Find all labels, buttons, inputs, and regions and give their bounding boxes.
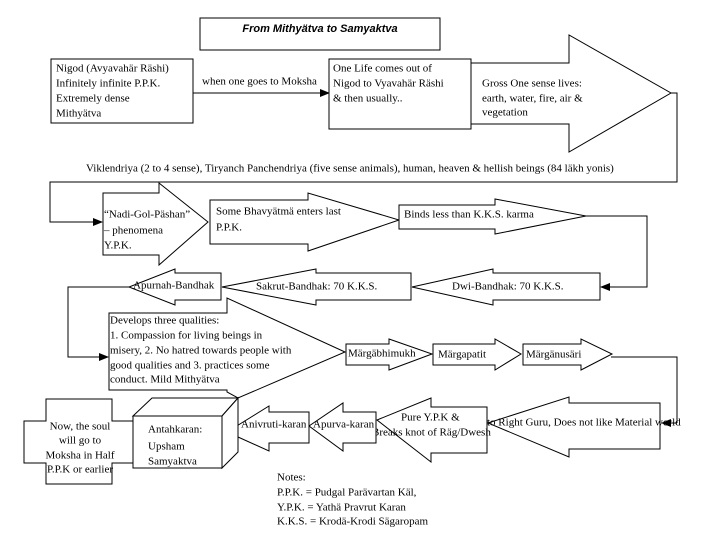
viklendriya-text: Viklendriya (2 to 4 sense), Tiryanch Pan… xyxy=(86,163,614,175)
develops-text: Develops three qualities: 1. Compassion … xyxy=(110,315,292,386)
right-guru-text: to Right Guru, Does not like Material wo… xyxy=(487,417,681,429)
svg-text:Breaks knot of Räg/Dwesh: Breaks knot of Räg/Dwesh xyxy=(372,427,491,439)
one-life-box xyxy=(328,58,472,130)
margabhimukh-arrow xyxy=(345,338,434,371)
svg-text:Pure Y.P.K &: Pure Y.P.K & xyxy=(401,412,460,424)
svg-text:Develops three qualities:: Develops three qualities: xyxy=(110,315,219,327)
pure-ypk-arrow xyxy=(376,397,488,464)
right-guru-arrow xyxy=(486,396,661,458)
marganusari-arrow xyxy=(522,338,614,371)
svg-text:K.K.S. = Krodä-Krodi Sägaropam: K.K.S. = Krodä-Krodi Sägaropam xyxy=(277,516,428,528)
svg-text:Samyaktva: Samyaktva xyxy=(148,456,197,468)
svg-text:vegetation: vegetation xyxy=(482,107,528,119)
svg-text:misery, 2. No hatred towards p: misery, 2. No hatred towards people with xyxy=(110,345,292,357)
one-life-text: One Life comes out of Nigod to Vyavahär … xyxy=(333,63,444,105)
title-box xyxy=(199,17,441,51)
anivruti-karan-arrow xyxy=(225,405,310,452)
svg-text:& then usually..: & then usually.. xyxy=(333,93,403,105)
binds-text: Binds less than K.K.S. karma xyxy=(404,209,534,221)
svg-text:P.P.K. = Pudgal Parävartan Käl: P.P.K. = Pudgal Parävartan Käl, xyxy=(277,487,417,499)
margabhimukh-text: Märgäbhimukh xyxy=(348,348,416,360)
svg-text:Y.P.K.: Y.P.K. xyxy=(104,240,132,252)
antahkaran-cube xyxy=(131,396,240,470)
svg-text:Some Bhavyätmä enters last: Some Bhavyätmä enters last xyxy=(216,206,341,218)
nadi-arrow xyxy=(102,181,209,267)
pure-ypk-text: Pure Y.P.K & Breaks knot of Räg/Dwesh xyxy=(372,412,491,439)
svg-text:One Life comes out of: One Life comes out of xyxy=(333,63,432,75)
marganusari-text: Märgänusäri xyxy=(526,349,581,361)
sakrut-bandhak-arrow xyxy=(221,268,412,306)
svg-text:earth, water, fire, air &: earth, water, fire, air & xyxy=(482,93,583,105)
dwi-bandhak-arrow xyxy=(411,268,601,306)
gross-text: Gross One sense lives: earth, water, fir… xyxy=(482,78,583,119)
svg-text:Y.P.K. = Yathä Pravrut Karan: Y.P.K. = Yathä Pravrut Karan xyxy=(277,502,406,514)
svg-text:Now, the soul: Now, the soul xyxy=(50,421,111,433)
connector-line xyxy=(67,286,129,361)
diagram-title: From Mithyätva to Samyaktva xyxy=(242,23,397,35)
svg-text:Upsham: Upsham xyxy=(148,441,185,453)
bhavyatma-text: Some Bhavyätmä enters last P.P.K. xyxy=(216,206,341,234)
svg-text:1. Compassion for living being: 1. Compassion for living beings in xyxy=(110,330,263,342)
apurnah-bandhak-text: Apurnah-Bandhak xyxy=(133,280,215,292)
anivruti-karan-text: Anivruti-karan xyxy=(241,419,307,431)
connector-line xyxy=(586,215,648,291)
svg-text:Extremely dense: Extremely dense xyxy=(56,93,130,105)
margapatit-text: Märgapatit xyxy=(438,349,486,361)
connector-line xyxy=(49,92,678,226)
apurva-karan-arrow xyxy=(308,402,377,452)
antahkaran-text: Antahkaran: Upsham Samyaktva xyxy=(148,424,202,468)
bhavyatma-arrow xyxy=(209,192,401,252)
svg-text:P.P.K.: P.P.K. xyxy=(216,222,242,234)
svg-text:Mithyätva: Mithyätva xyxy=(56,108,101,120)
moksha-cross xyxy=(23,398,134,485)
apurnah-bandhak-arrow xyxy=(127,268,222,306)
apurva-karan-text: Apurva-karan xyxy=(313,419,375,431)
sakrut-bandhak-text: Sakrut-Bandhak: 70 K.K.S. xyxy=(256,281,378,293)
binds-arrow xyxy=(398,198,587,235)
svg-text:Moksha in Half: Moksha in Half xyxy=(45,450,114,462)
svg-text:P.P.K or earlier: P.P.K or earlier xyxy=(47,464,113,476)
svg-text:– phenomena: – phenomena xyxy=(103,225,163,237)
notes: Notes: P.P.K. = Pudgal Parävartan Käl, Y… xyxy=(277,472,428,528)
dwi-bandhak-text: Dwi-Bandhak: 70 K.K.S. xyxy=(452,281,564,293)
svg-text:Antahkaran:: Antahkaran: xyxy=(148,424,202,436)
svg-text:will go to: will go to xyxy=(59,435,102,447)
svg-text:Infinitely infinite P.P.K.: Infinitely infinite P.P.K. xyxy=(56,78,160,90)
nigod-box xyxy=(50,58,194,124)
soul-text: Now, the soul will go to Moksha in Half … xyxy=(45,421,114,476)
svg-text:Nigod to Vyavahär Räshi: Nigod to Vyavahär Räshi xyxy=(333,78,444,90)
nigod-text: Nigod (Avyavahär Räshi) Infinitely infin… xyxy=(56,63,169,120)
svg-text:Notes:: Notes: xyxy=(277,472,306,484)
connector-line xyxy=(611,356,678,423)
svg-text:conduct. Mild Mithyätva: conduct. Mild Mithyätva xyxy=(110,374,220,386)
margapatit-arrow xyxy=(432,338,522,371)
svg-text:Nigod (Avyavahär Räshi): Nigod (Avyavahär Räshi) xyxy=(56,63,169,75)
nadi-text: “Nadi-Gol-Päshan” – phenomena Y.P.K. xyxy=(103,209,190,252)
svg-text:Gross One sense lives:: Gross One sense lives: xyxy=(482,78,582,90)
moksha-label: when one goes to Moksha xyxy=(202,76,317,88)
svg-text:“Nadi-Gol-Päshan”: “Nadi-Gol-Päshan” xyxy=(104,209,190,221)
svg-text:good qualities and 3. practice: good qualities and 3. practices some xyxy=(110,360,270,372)
